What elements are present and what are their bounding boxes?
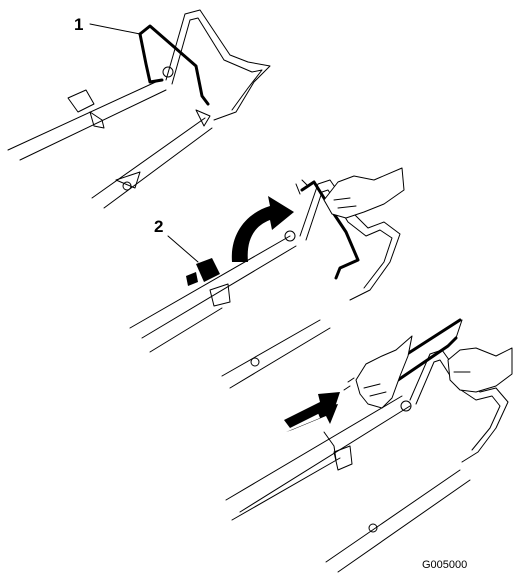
panel-1-handle-folded — [7, 9, 271, 209]
arrow-curved-icon — [231, 196, 294, 262]
callout-2-label: 2 — [154, 217, 163, 236]
hand-icon — [447, 347, 513, 393]
panel-3-handle-locked — [225, 318, 513, 573]
arrow-push-icon — [284, 392, 340, 432]
figure-id: G005000 — [422, 559, 467, 571]
callout-1-label: 1 — [74, 15, 83, 34]
callout-2: 2 — [154, 217, 199, 263]
hand-icon — [323, 167, 405, 219]
panel-2-handle-raise — [129, 167, 405, 389]
callout-1: 1 — [74, 15, 141, 35]
hand-icon — [343, 335, 413, 409]
knob-icon — [186, 258, 220, 286]
